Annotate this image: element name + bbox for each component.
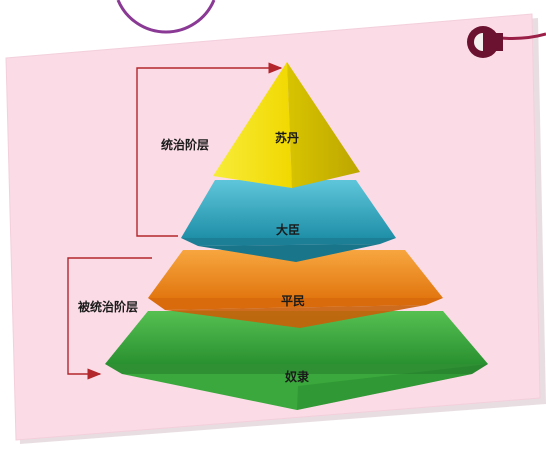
ruling-class-bracket [136,62,283,237]
tier-label-minister: 大臣 [276,222,300,237]
tier-slave [105,311,488,410]
ruling-class-label: 统治阶层 [161,137,209,152]
tier-label-sultan: 苏丹 [275,130,299,145]
tier-label-commoner: 平民 [281,294,305,308]
tier-sultan [213,62,360,188]
tier-minister [181,180,396,262]
decorative-arc [116,0,216,34]
tier-commoner [148,250,443,328]
tier-label-slave: 奴隶 [284,369,309,384]
ruled-class-label: 被统治阶层 [78,299,138,314]
pin-icon [467,26,546,58]
ruled-class-bracket [67,257,152,380]
